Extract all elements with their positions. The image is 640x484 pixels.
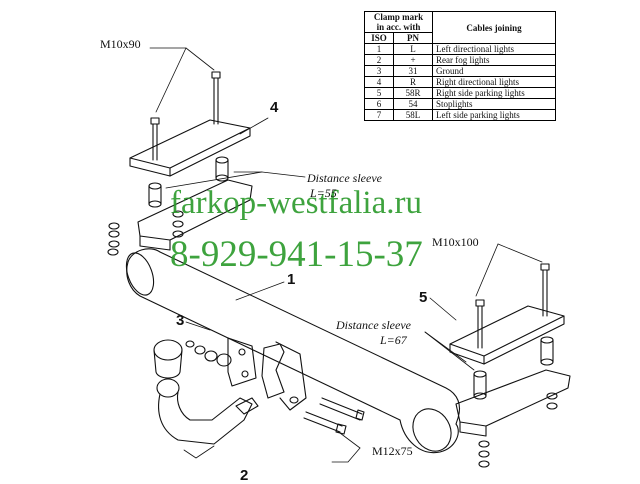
table-row: 4 R Right directional lights	[364, 76, 556, 88]
table-cell-desc: Rear fog lights	[432, 54, 556, 66]
table-cell-iso: 7	[364, 109, 394, 121]
table-cell-desc: Left side parking lights	[432, 109, 556, 121]
table-header-clamp-mark: Clamp mark in acc. with	[364, 11, 433, 33]
left-bolts	[150, 71, 221, 161]
table-cell-pn: +	[393, 54, 433, 66]
left-nuts	[107, 210, 184, 256]
label-sleeve-right-length: L=67	[380, 333, 407, 347]
table-cell-pn: L	[393, 43, 433, 55]
table-row: 6 54 Stoplights	[364, 98, 556, 110]
table-cell-desc: Right directional lights	[432, 76, 556, 88]
label-bolt-m12x75: M12x75	[372, 444, 413, 458]
wiring-table: Clamp mark in acc. with Cables joining I…	[364, 11, 556, 121]
part-number-socket-plate: 3	[176, 312, 185, 329]
leader-lines	[149, 47, 543, 463]
m12-bolts	[303, 397, 365, 435]
part-number-right-bracket: 5	[419, 289, 428, 306]
table-row: 3 31 Ground	[364, 65, 556, 77]
table-cell-desc: Right side parking lights	[432, 87, 556, 99]
right-lower-bracket	[455, 369, 571, 437]
right-bracket-plate	[449, 305, 565, 365]
table-cell-desc: Stoplights	[432, 98, 556, 110]
table-cell-iso: 5	[364, 87, 394, 99]
table-header-iso: ISO	[364, 32, 394, 44]
right-bolts	[475, 263, 550, 349]
table-cell-iso: 3	[364, 65, 394, 77]
table-row: 5 58R Right side parking lights	[364, 87, 556, 99]
table-cell-pn: 31	[393, 65, 433, 77]
left-lower-bracket	[137, 179, 253, 251]
part-number-crossbar: 1	[287, 271, 296, 288]
part-number-ball: 2	[240, 467, 249, 484]
table-cell-pn: 58L	[393, 109, 433, 121]
table-row: 7 58L Left side parking lights	[364, 109, 556, 121]
left-bracket-plate	[129, 119, 251, 177]
label-sleeve-left-title: Distance sleeve	[307, 171, 382, 185]
label-bolt-m10x100: M10x100	[432, 235, 479, 249]
table-row: 1 L Left directional lights	[364, 43, 556, 55]
label-bolt-m10x90: M10x90	[100, 37, 141, 51]
ball-mount	[153, 339, 259, 445]
label-sleeve-right-title: Distance sleeve	[336, 318, 411, 332]
table-cell-iso: 1	[364, 43, 394, 55]
table-header-cables: Cables joining	[432, 11, 556, 44]
table-cell-desc: Ground	[432, 65, 556, 77]
table-cell-iso: 2	[364, 54, 394, 66]
watermark-phone: 8-929-941-15-37	[170, 234, 423, 275]
table-header-pn: PN	[393, 32, 433, 44]
table-cell-pn: R	[393, 76, 433, 88]
socket-plate-assembly	[185, 337, 307, 411]
table-cell-iso: 4	[364, 76, 394, 88]
table-cell-iso: 6	[364, 98, 394, 110]
table-cell-pn: 58R	[393, 87, 433, 99]
table-row: 2 + Rear fog lights	[364, 54, 556, 66]
crossbar-tube	[125, 248, 461, 454]
right-distance-sleeves	[473, 336, 554, 400]
table-cell-desc: Left directional lights	[432, 43, 556, 55]
table-cell-pn: 54	[393, 98, 433, 110]
part-number-left-bracket: 4	[270, 99, 279, 116]
right-nuts	[478, 392, 558, 468]
label-sleeve-left-length: L=55	[310, 186, 337, 200]
watermark-site: farkop-westfalia.ru	[170, 185, 422, 221]
